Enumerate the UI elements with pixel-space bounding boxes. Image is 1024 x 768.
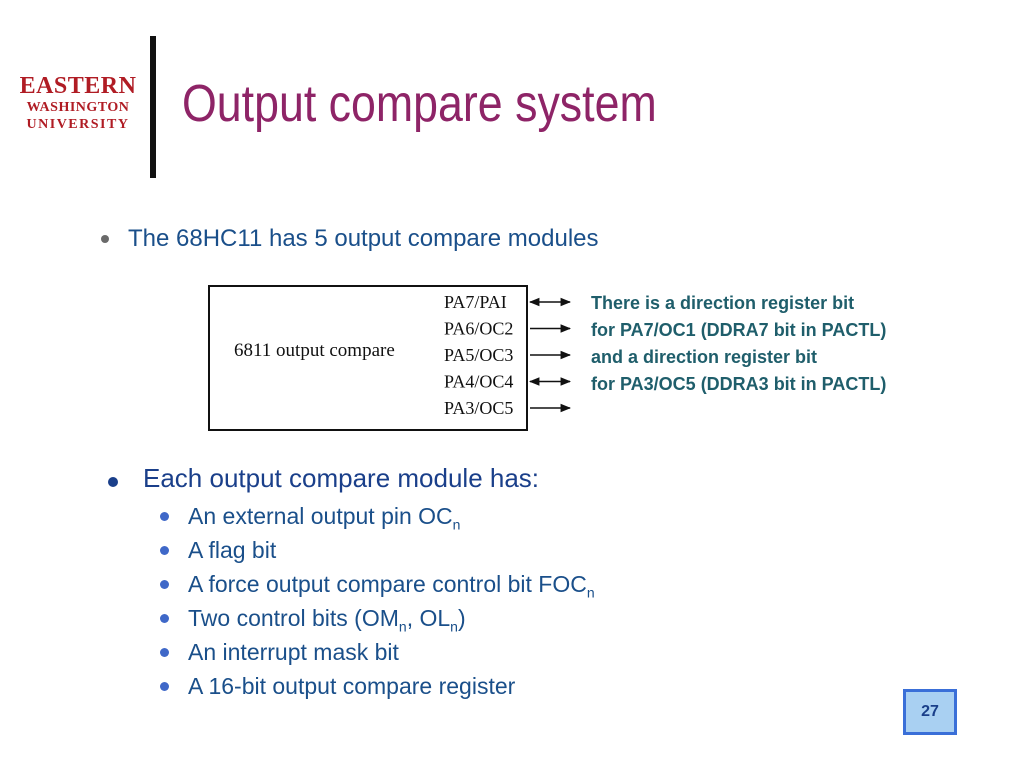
item-subscript: n bbox=[452, 516, 461, 533]
bullet-output-compare-modules: The 68HC11 has 5 output compare modules bbox=[128, 225, 599, 252]
list-item: Two control bits (OMn, OLn) bbox=[160, 601, 595, 635]
note-line-2: for PA7/OC1 (DDRA7 bit in PACTL) bbox=[591, 320, 887, 340]
item-subscript: n bbox=[450, 618, 458, 635]
slide-title: Output compare system bbox=[182, 75, 657, 133]
list-item: A 16-bit output compare register bbox=[160, 669, 595, 703]
logo-line-washington: WASHINGTON bbox=[26, 100, 130, 115]
list-item: A flag bit bbox=[160, 533, 595, 567]
note-line-1: There is a direction register bit bbox=[591, 293, 855, 313]
title-divider bbox=[150, 36, 156, 178]
item-text: A 16-bit output compare register bbox=[188, 673, 516, 699]
pin-label: PA4/OC4 bbox=[444, 372, 513, 392]
logo-line-university: UNIVERSITY bbox=[26, 117, 130, 132]
item-text: A force output compare control bit FOC bbox=[188, 571, 587, 597]
pin-label: PA7/PAI bbox=[444, 292, 507, 312]
pin-label: PA6/OC2 bbox=[444, 319, 513, 339]
bullet-dot-icon bbox=[101, 235, 109, 243]
list-item: An external output pin OCn bbox=[160, 499, 595, 533]
item-text: An external output pin OC bbox=[188, 503, 453, 529]
pin-label: PA3/OC5 bbox=[444, 398, 513, 418]
note-line-3: and a direction register bit bbox=[591, 347, 818, 367]
bullet-module-has: Each output compare module has: bbox=[143, 463, 540, 493]
list-item: A force output compare control bit FOCn bbox=[160, 567, 595, 601]
box-label: 6811 output compare bbox=[234, 340, 395, 361]
page-number: 27 bbox=[921, 703, 939, 720]
item-subscript: n bbox=[398, 618, 407, 635]
logo-line-eastern: EASTERN bbox=[19, 73, 137, 99]
item-text: A flag bit bbox=[188, 537, 277, 563]
output-compare-box bbox=[208, 285, 528, 431]
list-item: An interrupt mask bit bbox=[160, 635, 595, 669]
item-text: , OL bbox=[406, 605, 451, 631]
note-line-4: for PA3/OC5 (DDRA3 bit in PACTL) bbox=[591, 374, 887, 394]
module-features-list: An external output pin OCn A flag bit A … bbox=[160, 499, 595, 703]
item-subscript: n bbox=[586, 584, 595, 601]
page-number-badge: 27 bbox=[903, 689, 957, 735]
output-compare-diagram: 6811 output compare PA7/PAI PA6/OC2PA5/OC… bbox=[208, 285, 572, 431]
item-text: An interrupt mask bit bbox=[188, 639, 399, 665]
bullet-dot-icon bbox=[108, 477, 118, 487]
direction-register-note: There is a direction register bit for PA… bbox=[591, 290, 886, 398]
university-logo: EASTERN WASHINGTON UNIVERSITY bbox=[16, 74, 140, 132]
item-text: ) bbox=[457, 605, 466, 631]
item-text: Two control bits (OM bbox=[188, 605, 399, 631]
pin-label: PA5/OC3 bbox=[444, 345, 513, 365]
